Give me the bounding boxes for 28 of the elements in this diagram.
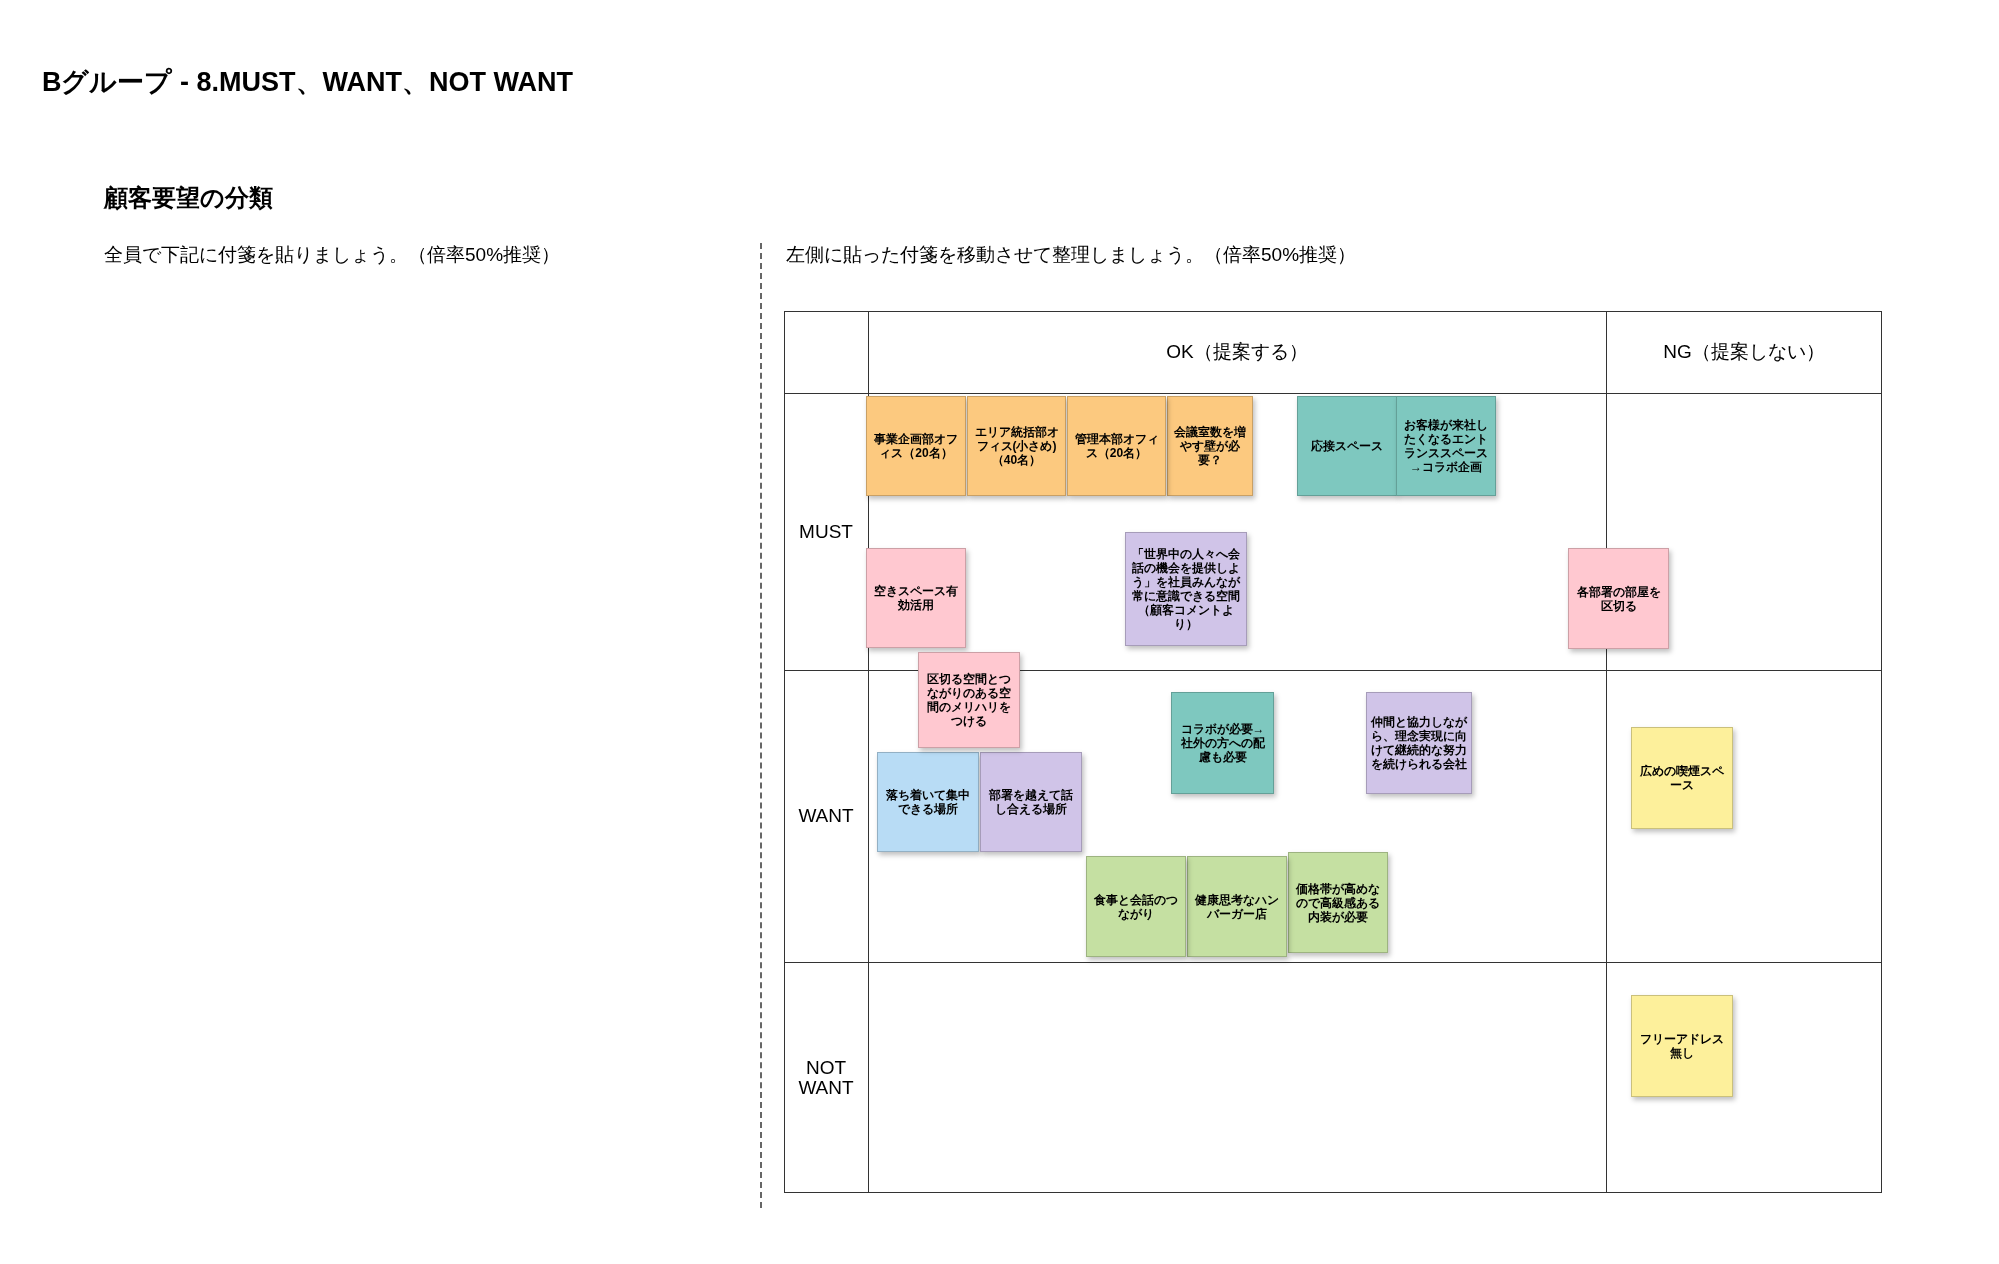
sticky-note: 会議室数を増やす壁が必要？ bbox=[1167, 396, 1253, 496]
sticky-note: 健康思考なハンバーガー店 bbox=[1187, 856, 1287, 957]
column-header: NG（提案しない） bbox=[1663, 339, 1825, 364]
sticky-note: 部署を越えて話し合える場所 bbox=[980, 752, 1082, 852]
sticky-note: 各部署の部屋を区切る bbox=[1568, 548, 1669, 649]
sticky-note: 応接スペース bbox=[1297, 396, 1397, 496]
sticky-note: 仲間と協力しながら、理念実現に向けて継続的な努力を続けられる会社 bbox=[1366, 692, 1472, 794]
instruction-text: 左側に貼った付箋を移動させて整理しましょう。（倍率50%推奨） bbox=[786, 243, 1357, 267]
section-heading: 顧客要望の分類 bbox=[104, 183, 273, 213]
sticky-note: 価格帯が高めなので高級感ある内装が必要 bbox=[1288, 852, 1388, 953]
sticky-note: フリーアドレス無し bbox=[1631, 995, 1733, 1097]
sticky-note: 区切る空間とつながりのある空間のメリハリをつける bbox=[918, 652, 1020, 748]
column-header: OK（提案する） bbox=[1166, 339, 1308, 364]
row-header: WANT bbox=[797, 806, 855, 826]
sticky-note: 「世界中の人々へ会話の機会を提供しよう」を社員みんなが常に意識できる空間（顧客コメントより） bbox=[1125, 532, 1247, 646]
sticky-note: 広めの喫煙スペース bbox=[1631, 727, 1733, 829]
sticky-note: 事業企画部オフィス（20名） bbox=[866, 396, 966, 496]
sticky-note: コラボが必要→社外の方への配慮も必要 bbox=[1171, 692, 1274, 794]
row-header: MUST bbox=[798, 521, 854, 542]
sticky-note: 落ち着いて集中できる場所 bbox=[877, 752, 979, 852]
row-header: NOT WANT bbox=[797, 1057, 855, 1098]
instruction-text: 全員で下記に付箋を貼りましょう。（倍率50%推奨） bbox=[104, 243, 561, 267]
sticky-note: お客様が来社したくなるエントランススペース→コラボ企画 bbox=[1396, 396, 1496, 496]
sticky-note: エリア統括部オフィス(小さめ)（40名） bbox=[967, 396, 1066, 496]
sticky-note: 空きスペース有効活用 bbox=[866, 548, 966, 648]
page-title: Bグループ - 8.MUST、WANT、NOT WANT bbox=[42, 66, 573, 99]
sticky-note: 管理本部オフィス（20名） bbox=[1067, 396, 1166, 496]
sticky-note: 食事と会話のつながり bbox=[1086, 856, 1186, 957]
